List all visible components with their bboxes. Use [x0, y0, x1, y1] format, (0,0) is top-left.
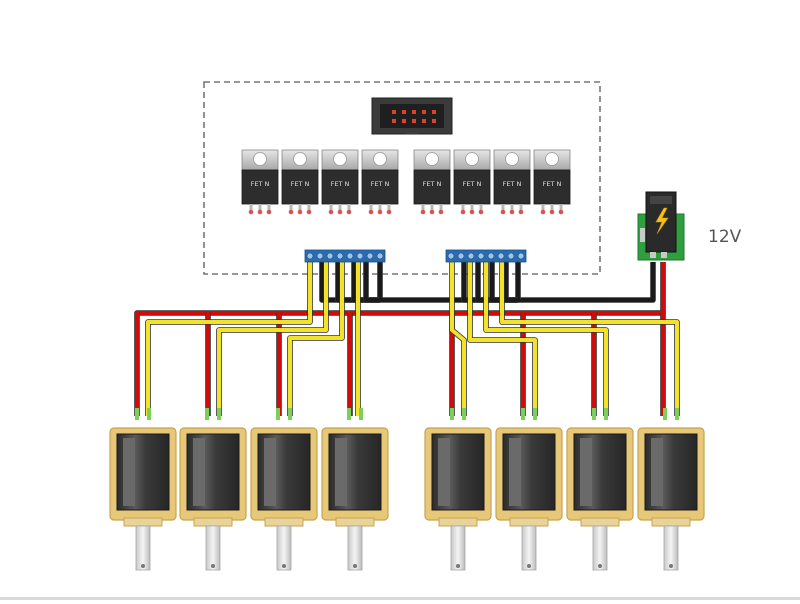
- header-pin: [402, 110, 406, 114]
- mosfet-group: FET N FET N FET N FET N FET N FET N FET N FET N: [241, 149, 571, 215]
- wire: [500, 262, 679, 416]
- solenoid: [495, 408, 563, 571]
- solenoid: [321, 408, 389, 571]
- mosfet: FET N: [453, 149, 491, 215]
- header-pin: [412, 119, 416, 123]
- wire: [135, 262, 665, 416]
- terminal-screw: [366, 252, 374, 260]
- plunger: [205, 525, 221, 571]
- wire: [217, 262, 328, 416]
- header-pin: [422, 110, 426, 114]
- wire: [288, 262, 344, 416]
- terminal-screw: [487, 252, 495, 260]
- header-pin: [432, 110, 436, 114]
- terminal-screw: [517, 252, 525, 260]
- terminal-blocks: [304, 249, 527, 263]
- mosfet-label: FET N: [463, 180, 482, 188]
- terminal-screw: [356, 252, 364, 260]
- terminal-screw: [467, 252, 475, 260]
- terminal-screw: [447, 252, 455, 260]
- driver-board-outline: [203, 81, 601, 275]
- terminal-screw: [306, 252, 314, 260]
- idc-header: [371, 97, 453, 135]
- solenoid: [250, 408, 318, 571]
- mosfet: FET N: [361, 149, 399, 215]
- mosfet-label: FET N: [423, 180, 442, 188]
- wire: [504, 262, 518, 302]
- terminal-screw: [336, 252, 344, 260]
- mosfet-label: FET N: [291, 180, 310, 188]
- plunger: [521, 525, 537, 571]
- mosfet: FET N: [493, 149, 531, 215]
- lightning-bolt-icon: [655, 207, 669, 235]
- mosfet-label: FET N: [503, 180, 522, 188]
- header-pin: [432, 119, 436, 123]
- terminal-screw: [346, 252, 354, 260]
- plunger: [276, 525, 292, 571]
- terminal-screw: [316, 252, 324, 260]
- dc-power-jack: [637, 191, 685, 261]
- plunger: [663, 525, 679, 571]
- header-pin: [422, 119, 426, 123]
- wire: [320, 262, 380, 302]
- plunger: [592, 525, 608, 571]
- wire: [484, 262, 608, 416]
- mosfet: FET N: [241, 149, 279, 215]
- wire: [364, 262, 380, 302]
- terminal-screw: [477, 252, 485, 260]
- voltage-label: 12V: [708, 227, 742, 247]
- solenoid: [637, 408, 705, 571]
- mosfet-label: FET N: [331, 180, 350, 188]
- mosfet: FET N: [413, 149, 451, 215]
- solenoid: [179, 408, 247, 571]
- header-pin: [392, 110, 396, 114]
- solenoid-group: [109, 408, 705, 571]
- terminal-screw: [326, 252, 334, 260]
- terminal-block: [304, 249, 386, 263]
- solenoid: [424, 408, 492, 571]
- mosfet-label: FET N: [371, 180, 390, 188]
- wire: [450, 262, 466, 416]
- wire-outline: [319, 262, 380, 303]
- wire-outline: [145, 262, 313, 416]
- wire: [468, 262, 537, 416]
- header-pin: [412, 110, 416, 114]
- header-pins: [392, 110, 436, 123]
- terminal-screw: [497, 252, 505, 260]
- solenoid: [109, 408, 177, 571]
- header-pin: [392, 119, 396, 123]
- plunger: [347, 525, 363, 571]
- mosfet-label: FET N: [251, 180, 270, 188]
- wire-outline: [134, 262, 666, 416]
- mosfet: FET N: [533, 149, 571, 215]
- mosfet: FET N: [321, 149, 359, 215]
- header-pin: [402, 119, 406, 123]
- solenoid: [566, 408, 634, 571]
- wire: [146, 262, 312, 416]
- terminal-screw: [457, 252, 465, 260]
- page-bottom-border: [0, 597, 800, 600]
- mosfet-label: FET N: [543, 180, 562, 188]
- terminal-block: [445, 249, 527, 263]
- terminal-screw: [376, 252, 384, 260]
- wires: [134, 262, 680, 416]
- plunger: [450, 525, 466, 571]
- plunger: [135, 525, 151, 571]
- terminal-screw: [507, 252, 515, 260]
- mosfet: FET N: [281, 149, 319, 215]
